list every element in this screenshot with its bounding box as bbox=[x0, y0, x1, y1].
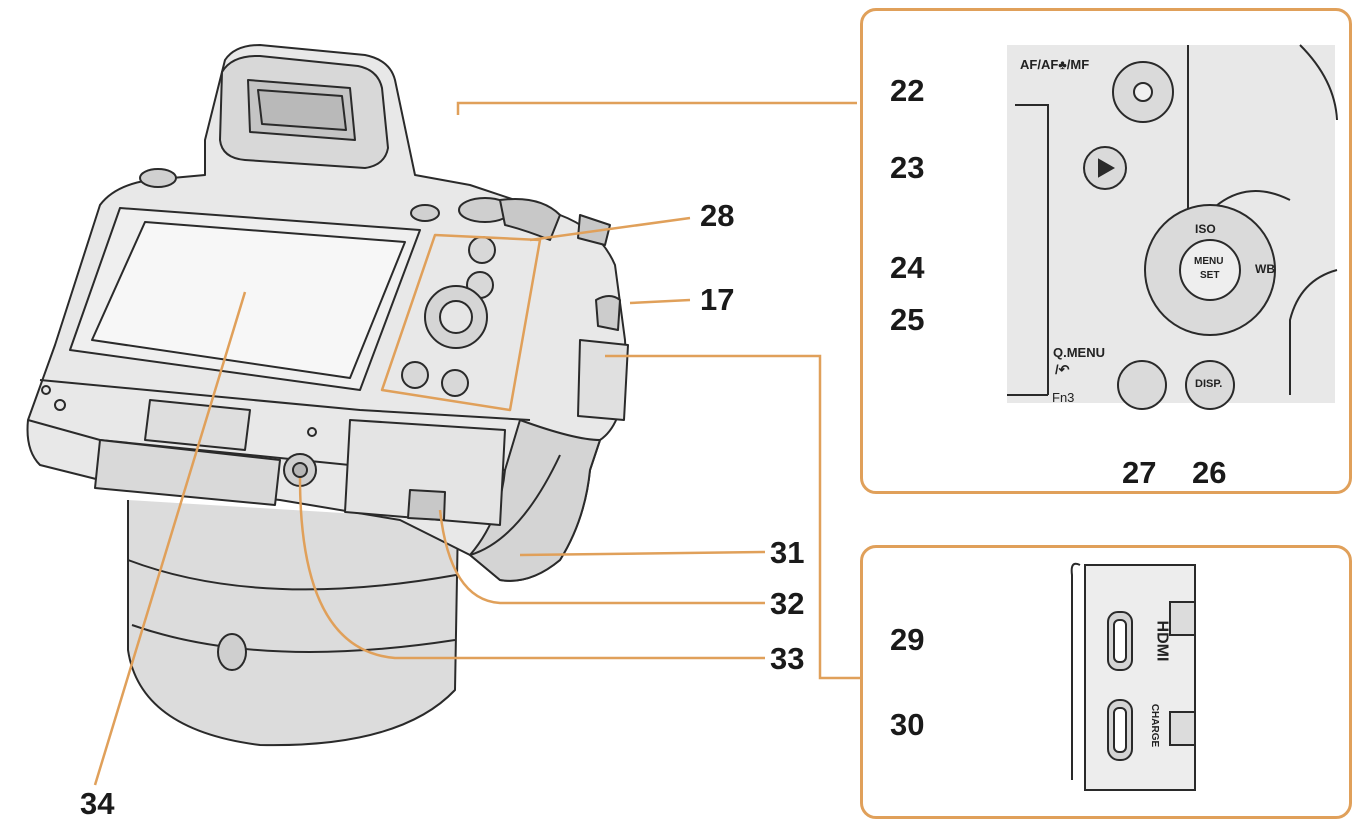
terminal-zoom-panel bbox=[860, 545, 1352, 819]
callout-32: 32 bbox=[770, 586, 805, 621]
rear-controls-zoom-panel bbox=[860, 8, 1352, 494]
bottom-plate bbox=[41, 385, 506, 526]
leader-to-terminal-panel bbox=[605, 354, 862, 680]
rear-button-cluster bbox=[380, 233, 542, 412]
callout-31: 31 bbox=[770, 535, 805, 570]
rear-monitor bbox=[69, 207, 421, 391]
back-label: /↶ bbox=[1055, 362, 1070, 377]
qmenu-label: Q.MENU bbox=[1053, 345, 1105, 360]
charge-label: CHARGE bbox=[1149, 703, 1161, 748]
top-controls bbox=[139, 168, 611, 246]
viewfinder bbox=[219, 54, 389, 169]
menu-label: MENU bbox=[1194, 256, 1224, 267]
callout-17: 17 bbox=[700, 282, 735, 317]
leader-32 bbox=[438, 509, 765, 605]
callout-30: 30 bbox=[890, 707, 925, 742]
set-label: SET bbox=[1200, 270, 1220, 281]
callout-34: 34 bbox=[80, 786, 115, 821]
iso-label: ISO bbox=[1195, 222, 1216, 236]
callout-28: 28 bbox=[700, 198, 735, 233]
callout-24: 24 bbox=[890, 250, 925, 285]
leader-31 bbox=[519, 550, 766, 557]
callout-22: 22 bbox=[890, 73, 925, 108]
hdmi-label: HDMI bbox=[1153, 620, 1171, 662]
wb-label: WB bbox=[1255, 262, 1275, 276]
lens-barrel bbox=[127, 500, 459, 747]
leader-33 bbox=[298, 477, 765, 660]
terminal-door bbox=[577, 295, 629, 421]
callout-27: 27 bbox=[1122, 455, 1157, 490]
leader-34 bbox=[93, 291, 247, 786]
callout-25: 25 bbox=[890, 302, 925, 337]
disp-label: DISP. bbox=[1195, 378, 1223, 390]
af-mf-button-label: AF/AF♣/MF bbox=[1020, 57, 1090, 72]
leader-17 bbox=[629, 298, 691, 305]
callout-23: 23 bbox=[890, 150, 925, 185]
callout-26: 26 bbox=[1192, 455, 1227, 490]
callout-29: 29 bbox=[890, 622, 925, 657]
callout-33: 33 bbox=[770, 641, 805, 676]
fn3-label: Fn3 bbox=[1052, 390, 1075, 405]
leader-28 bbox=[529, 216, 691, 242]
